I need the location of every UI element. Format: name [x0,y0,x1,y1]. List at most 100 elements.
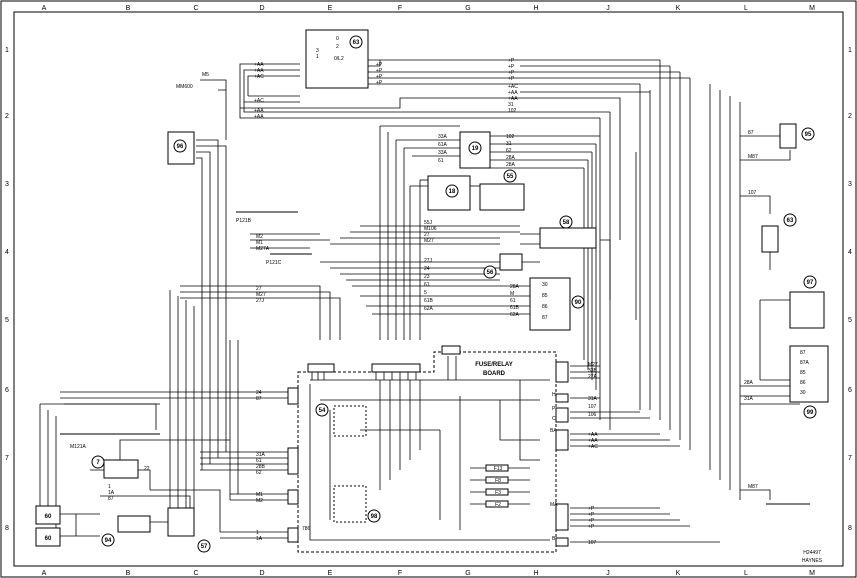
wire-label-19-left: 33A [438,134,448,140]
connector-label-ma: MA [550,502,558,508]
component-95-badge [801,127,815,141]
wire-label-left-27: 24 [424,266,430,272]
relay-54 [333,405,367,437]
connector-m [287,489,299,505]
switch-pos-0: 0 [336,36,339,42]
component-label-95: 95 [805,132,812,138]
connector-ma [555,503,569,531]
component-label-63b: 63 [787,218,794,224]
component-57-badge [197,539,211,553]
component-label-60a: 60 [45,514,52,520]
wire-label-19-right: 28A [506,162,516,168]
wire-label-m: M2 [256,234,263,240]
wire-label-fuse-right-p: +P [588,524,595,530]
grid-col-label-bottom: M [809,570,815,577]
wire-label-19-left: 61 [438,158,444,164]
grid-row-label-right: 6 [848,387,852,394]
component-7 [103,459,139,479]
fuse-f13 [485,464,509,472]
component-label-7: 7 [96,460,100,466]
component-label-56: 56 [487,270,494,276]
wire-label-left-27: 27J [424,258,433,264]
relay-90-pin: 30 [542,282,548,288]
component-98-badge [367,509,381,523]
wire-label-left-27: 23 [424,274,430,280]
grid-row-label-left: 4 [5,249,9,256]
connector-right-top [555,361,569,383]
component-19-badge [468,141,482,155]
wire-label-relay-90: 28A [510,284,520,290]
component-label-55: 55 [507,174,514,180]
component-60b [35,527,61,547]
wire-label-mid-top: +AA [508,90,518,96]
relay-99-pin: 87A [800,360,810,366]
connector-label-ba: BA [550,428,557,434]
grid-col-label-top: M [809,5,815,12]
wire-label-right-side: 107 [748,190,757,196]
grid-col-label-top: L [744,5,748,12]
component-63b [761,225,779,253]
component-label-99: 99 [807,410,814,416]
grid-col-label-bottom: C [193,570,198,577]
relay-90-pin: 87 [542,315,548,321]
wire-label-19-right: 31 [506,141,512,147]
connector-mm600: MM600 [176,84,193,90]
component-95 [779,123,797,149]
haynes-logo: HAYNES [802,558,823,564]
connector-p [555,407,569,423]
grid-col-label-bottom: D [259,570,264,577]
connector-a [287,447,299,475]
component-58-badge [559,215,573,229]
grid-col-label-top: K [676,5,681,12]
relay-99-pin: 85 [800,370,806,376]
component-58 [539,227,597,249]
wire-label-right-side: M87 [748,484,758,490]
component-63a-badge [349,35,363,49]
wire-label-fuse-left-mid: 31A [256,452,266,458]
wire-label-top-right-p: +P [376,80,383,86]
wire-label-top-right-p: +P [376,74,383,80]
component-63b-badge [783,213,797,227]
wire-label-top-left: +AA [254,68,264,74]
grid-col-label-top: B [126,5,131,12]
component-94 [117,515,151,533]
wire-label-top-left: +AA [254,62,264,68]
wire-label-27: 27 [256,286,262,292]
component-label-58: 58 [563,220,570,226]
grid-row-label-left: 7 [5,455,9,462]
grid-row-label-left: 5 [5,317,9,324]
component-55-badge [503,169,517,183]
grid-col-label-bottom: A [42,570,47,577]
wire-label-relay-90: 61 [510,298,516,304]
switch-pos-1: 1 [316,54,319,60]
component-label-90: 90 [575,300,582,306]
component-55 [479,183,525,211]
grid-row-label-right: 8 [848,525,852,532]
connector-top-right [441,345,461,355]
drawing-number: H24497 [803,550,821,556]
connector-f [287,387,299,405]
wire-label-lower-left: 1 [108,484,111,490]
grid-col-label-bottom: G [465,570,470,577]
switch-pos-0l2: 0/L2 [334,56,344,62]
fuse-f8-label: F8 [495,478,501,484]
wire-label-fuse-right-top: 33B [588,368,598,374]
grid-col-label-bottom: F [398,570,402,577]
component-label-94: 94 [105,538,112,544]
connector-label-p: P [552,406,556,412]
grid-row-label-right: 1 [848,47,852,54]
component-18-badge [445,184,459,198]
connector-p121b: P121B [236,218,252,224]
wire-label-right-side: 87 [748,130,754,136]
wire-label-fuse-left-top: 24 [256,390,262,396]
wire-label-fuse-left-bot: 1A [256,536,263,542]
grid-col-label-bottom: B [126,570,131,577]
wire-label-fuse-right-mid: 107 [588,404,597,410]
relay-99-pin: 87 [800,350,806,356]
grid-col-label-bottom: E [328,570,333,577]
grid-row-label-right: 4 [848,249,852,256]
fuse-f8 [485,476,509,484]
wire-label-top-left: +AA [254,108,264,114]
